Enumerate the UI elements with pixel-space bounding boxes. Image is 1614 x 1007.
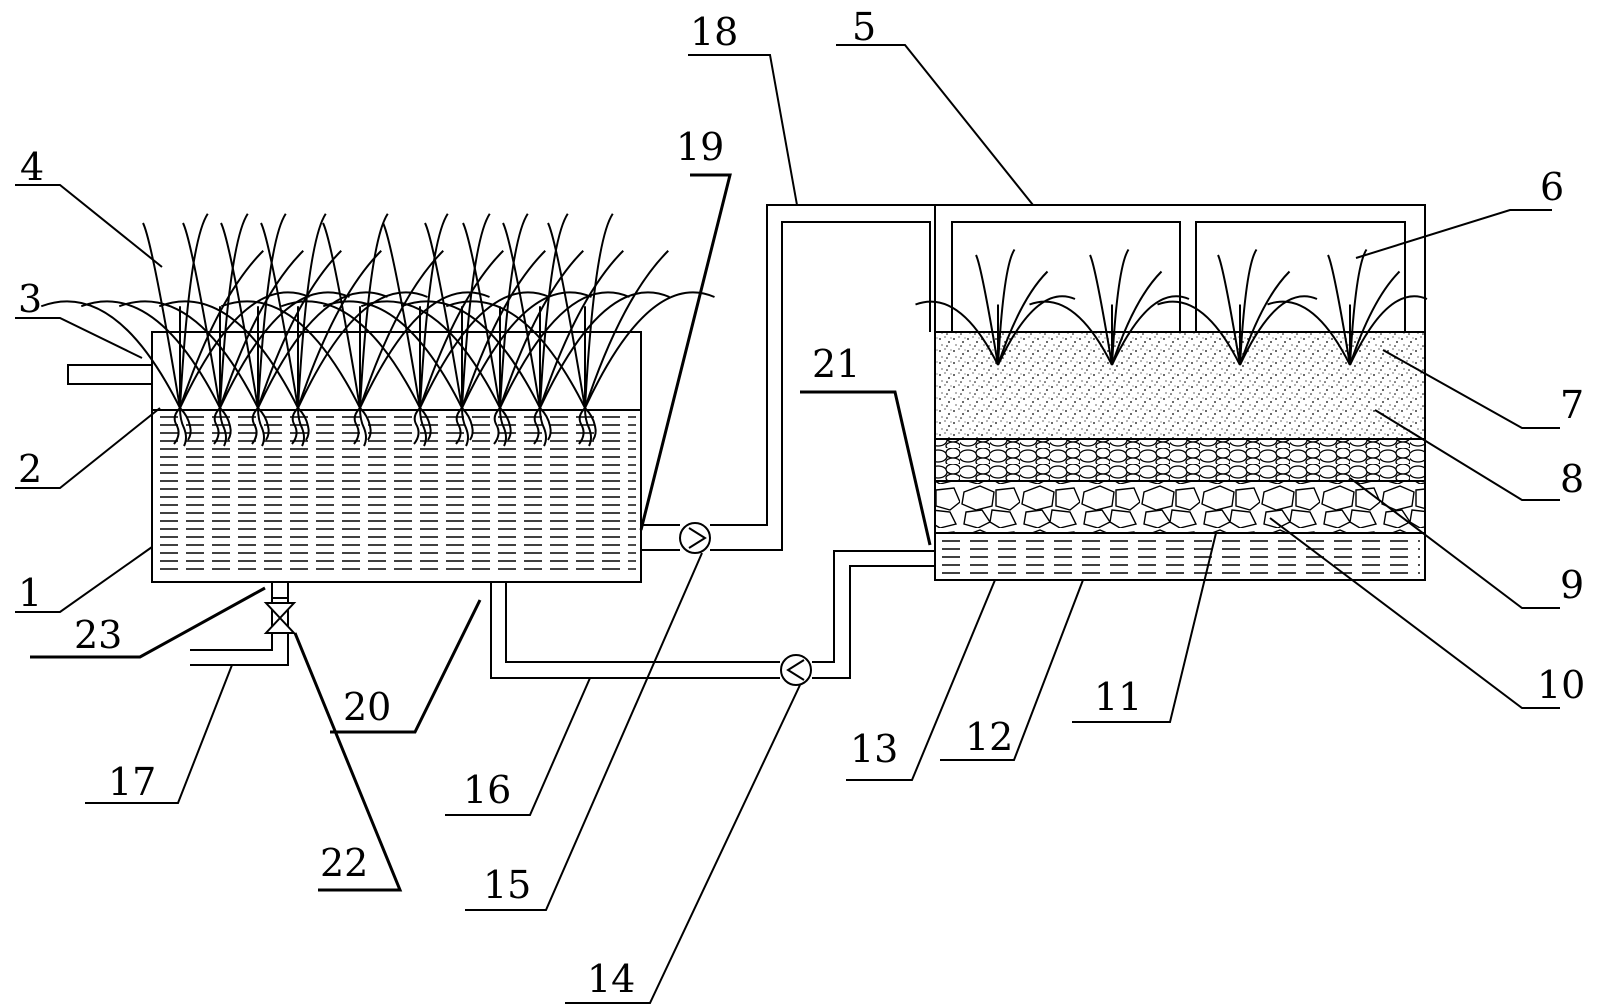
constructed-wetland-tank — [915, 204, 1428, 581]
label-19: 19 — [676, 125, 724, 169]
wetland-plants — [915, 248, 1428, 366]
label-15: 15 — [483, 863, 531, 907]
label-17: 17 — [108, 760, 156, 804]
label-11: 11 — [1094, 675, 1142, 719]
transfer-pipe — [490, 582, 780, 679]
label-23: 23 — [74, 613, 122, 657]
leader-lines — [15, 44, 1560, 1004]
label-13: 13 — [850, 727, 898, 771]
label-14: 14 — [587, 957, 635, 1001]
label-10: 10 — [1537, 663, 1585, 707]
label-1: 1 — [18, 571, 42, 615]
label-16: 16 — [463, 768, 511, 812]
label-3: 3 — [18, 277, 42, 321]
pump-15 — [679, 522, 711, 554]
label-6: 6 — [1540, 165, 1564, 209]
part-labels: 4 3 2 1 23 17 22 20 16 15 14 18 19 5 21 … — [18, 5, 1585, 1001]
label-4: 4 — [20, 145, 44, 189]
label-22: 22 — [320, 841, 368, 885]
label-2: 2 — [18, 447, 42, 491]
label-18: 18 — [690, 10, 738, 54]
floating-bed-tank — [40, 213, 715, 583]
label-9: 9 — [1560, 563, 1584, 607]
floating-plants — [40, 213, 715, 447]
label-7: 7 — [1560, 383, 1584, 427]
pump-14 — [780, 654, 812, 686]
label-5: 5 — [852, 5, 876, 49]
label-21: 21 — [812, 342, 860, 386]
valve — [263, 597, 297, 634]
label-12: 12 — [965, 715, 1013, 759]
small-gravel-layer — [935, 439, 1425, 481]
return-pipe — [710, 204, 935, 526]
label-20: 20 — [343, 685, 391, 729]
inlet-pipe — [67, 364, 152, 385]
left-tank-water — [152, 409, 641, 570]
label-8: 8 — [1560, 457, 1584, 501]
bottom-water-layer — [942, 540, 1420, 574]
sand-layer — [935, 332, 1425, 439]
cover-frame — [934, 204, 1426, 332]
large-gravel-layer — [935, 481, 1425, 533]
